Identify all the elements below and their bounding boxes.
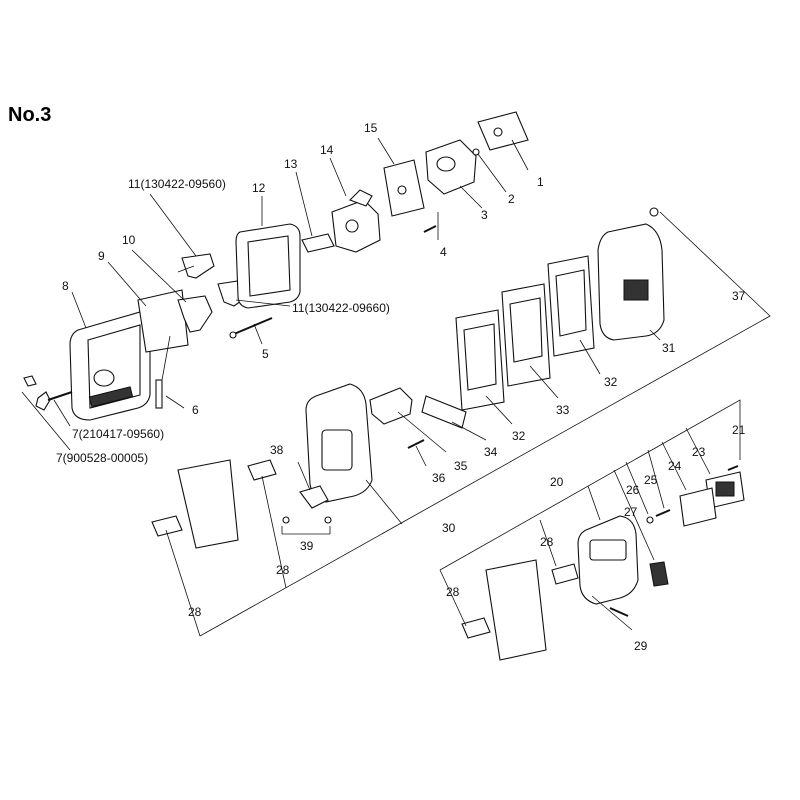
callout-38: 38	[270, 443, 284, 457]
callout-labels: 1 2 3 4 5 6 7(210417-09560) 7(900528-000…	[56, 121, 746, 653]
plate-33	[501, 283, 551, 387]
bracket-11a	[177, 253, 215, 279]
callout-1: 1	[537, 175, 544, 189]
callout-32b: 32	[512, 429, 526, 443]
callout-7a: 7(210417-09560)	[72, 427, 164, 441]
long-bolt	[229, 317, 273, 339]
callout-8: 8	[62, 279, 69, 293]
gasket-15	[383, 159, 425, 217]
callout-37: 37	[732, 289, 746, 303]
callout-5: 5	[262, 347, 269, 361]
gasket-32a	[547, 255, 595, 357]
muffler-30	[305, 383, 373, 503]
intake-pipe	[425, 139, 477, 195]
callout-39: 39	[300, 539, 314, 553]
callout-31: 31	[662, 341, 676, 355]
callout-33: 33	[556, 403, 570, 417]
callout-21: 21	[732, 423, 746, 437]
callout-14: 14	[320, 143, 334, 157]
callout-4: 4	[440, 245, 447, 259]
plate-24	[679, 487, 717, 527]
bracket	[177, 295, 213, 333]
callout-26: 26	[626, 483, 640, 497]
callout-24: 24	[668, 459, 682, 473]
callout-30: 30	[442, 521, 456, 535]
muffler-20	[577, 515, 639, 605]
washer-26	[646, 516, 654, 524]
bracket-38	[299, 485, 329, 509]
callout-7b: 7(900528-00005)	[56, 451, 148, 465]
callout-27: 27	[624, 505, 638, 519]
gasket-28-right	[551, 563, 579, 585]
gasket-28-mid	[247, 459, 277, 481]
screen-34	[421, 395, 467, 429]
callout-9: 9	[98, 249, 105, 263]
callout-11a: 11(130422-09560)	[128, 177, 226, 191]
filter-element	[137, 289, 189, 353]
callout-15: 15	[364, 121, 378, 135]
callout-2: 2	[508, 192, 515, 206]
screen-27	[649, 561, 669, 587]
bolt-37	[649, 207, 659, 217]
callout-20: 20	[550, 475, 564, 489]
carburetor	[331, 189, 381, 253]
wing-bolt	[23, 375, 73, 411]
callout-11b: 11(130422-09660)	[292, 301, 390, 315]
callout-10: 10	[122, 233, 136, 247]
cover-plate-right	[485, 559, 547, 661]
callout-32a: 32	[604, 375, 618, 389]
callout-25: 25	[644, 473, 658, 487]
callout-6: 6	[192, 403, 199, 417]
gasket-28-bottom	[461, 617, 491, 639]
air-cleaner-case	[235, 223, 301, 309]
callout-3: 3	[481, 208, 488, 222]
nut-2	[472, 148, 480, 156]
gasket-23	[705, 471, 745, 509]
callout-13: 13	[284, 157, 298, 171]
callout-28-c: 28	[540, 535, 554, 549]
insulator-13	[301, 233, 335, 253]
callout-35: 35	[454, 459, 468, 473]
callout-29: 29	[634, 639, 648, 653]
bolt-25	[655, 509, 671, 517]
screw-4	[423, 225, 437, 233]
leader-lines	[21, 137, 771, 637]
callout-34: 34	[484, 445, 498, 459]
gasket-28-left	[151, 515, 183, 537]
gasket-32b	[455, 309, 505, 411]
bolt-29	[609, 607, 629, 617]
cover-plate-left	[177, 459, 239, 549]
callout-28-a: 28	[188, 605, 202, 619]
callout-23: 23	[692, 445, 706, 459]
bolt-36	[407, 439, 425, 449]
muffler-body-31	[597, 223, 665, 341]
callout-28-b: 28	[276, 563, 290, 577]
diagram-title: No.3	[8, 104, 52, 126]
callout-12: 12	[252, 181, 266, 195]
screws-39	[282, 516, 332, 524]
gasket-1	[477, 111, 529, 151]
air-cleaner-cover	[69, 311, 151, 421]
callout-28-d: 28	[446, 585, 460, 599]
plate-strip	[155, 379, 163, 409]
callout-36: 36	[432, 471, 446, 485]
bolt-21	[727, 465, 739, 471]
